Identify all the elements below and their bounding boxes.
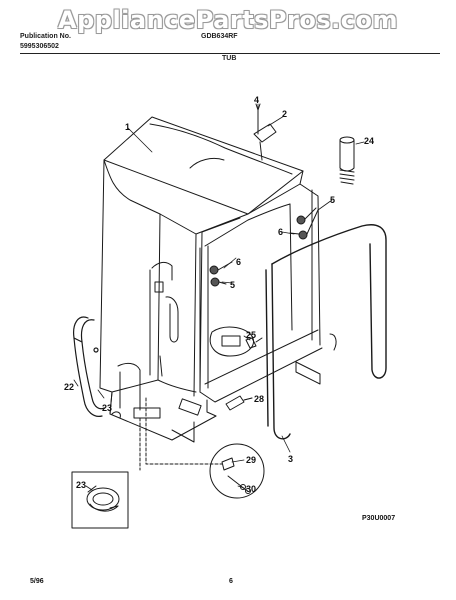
callout-23-detail: 23: [76, 480, 86, 490]
footer-page-number: 6: [229, 578, 233, 585]
header-rule: [20, 53, 440, 54]
callout-4: 4: [254, 95, 259, 105]
watermark: AppliancePartsPros.com: [58, 6, 398, 34]
spring-spacer: [339, 136, 355, 185]
callout-5-left: 5: [230, 280, 235, 290]
section-title: TUB: [222, 55, 237, 62]
hose-clamp: [111, 411, 121, 419]
door-seal-gasket: [265, 224, 387, 440]
callout-24: 24: [364, 136, 374, 146]
callout-29: 29: [246, 455, 256, 465]
dashed-leader-lines: [139, 397, 223, 471]
callout-22: 22: [64, 382, 74, 392]
callout-2: 2: [282, 109, 287, 119]
callout-25: 25: [246, 330, 256, 340]
pump-fitting: [245, 337, 263, 349]
callout-28: 28: [254, 394, 264, 404]
callout-23-hose: 23: [102, 403, 112, 413]
footer-date: 5/96: [30, 578, 44, 585]
callout-6-left: 6: [236, 257, 241, 267]
callout-5-right: 5: [330, 195, 335, 205]
fasteners-right: [289, 207, 319, 240]
model-number: GDB634RF: [201, 33, 238, 40]
publication-label: Publication No.: [20, 33, 71, 40]
top-bracket: [253, 103, 277, 161]
tub-rail: [204, 203, 293, 331]
callout-6-right: 6: [278, 227, 283, 237]
clip-28: [225, 395, 253, 411]
drain-hose: [73, 316, 105, 417]
callout-leaders: [73, 103, 365, 491]
detail-box-clamp: [71, 471, 129, 529]
diagram-code: P30U0007: [362, 515, 395, 522]
tub-body: [99, 116, 337, 443]
callout-3: 3: [288, 454, 293, 464]
callout-30: 30: [246, 484, 256, 494]
publication-number: 5995306502: [20, 43, 59, 50]
callout-1: 1: [125, 122, 130, 132]
